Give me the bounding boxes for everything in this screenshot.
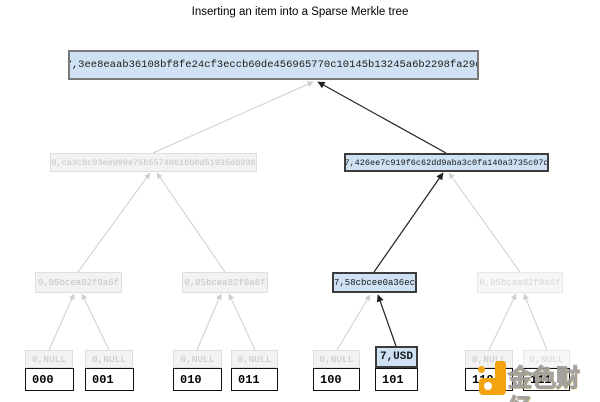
leaf-value-7: 0,NULL — [523, 350, 570, 368]
edge-l2right-root — [317, 81, 447, 154]
level3-node-2: 7,58cbcee0a36ec — [332, 272, 417, 293]
edge-leaf2-l3b — [196, 293, 222, 351]
edge-l3b-l2left — [156, 172, 226, 273]
leaf-key-011: 011 — [231, 368, 278, 391]
watermark-text: 金色财经 — [507, 363, 580, 402]
leaf-key-010: 010 — [173, 368, 222, 391]
edge-leaf3-l3b — [228, 293, 256, 351]
level3-node-0: 0,05bcea82f0a6f — [35, 272, 122, 293]
edge-leaf6-l3d — [488, 293, 517, 351]
level3-node-3: 0,05bcea82f0a6f — [477, 272, 563, 293]
edge-leaf7-l3d — [523, 293, 548, 351]
leaf-key-101: 101 — [375, 368, 418, 391]
leaf-value-5-inserted: 7,USD — [375, 346, 418, 368]
leaf-key-001: 001 — [85, 368, 134, 391]
leaf-value-3: 0,NULL — [231, 350, 278, 368]
edge-l3d-l2right — [448, 172, 521, 273]
level2-left-node: 0,ca3c8c93ee999e75b5574061bb0d51935dd936 — [50, 153, 257, 172]
leaf-value-1: 0,NULL — [85, 350, 133, 368]
edge-leaf1-l3a — [81, 293, 110, 351]
leaf-key-100: 100 — [313, 368, 360, 391]
leaf-key-000: 000 — [25, 368, 74, 391]
level3-node-1: 0,05bcea82f0a6f — [182, 272, 268, 293]
leaf-key-111: 111 — [523, 368, 570, 391]
edge-leaf4-l3c — [336, 294, 371, 351]
leaf-value-2: 0,NULL — [173, 350, 222, 368]
edge-leaf0-l3a — [48, 293, 75, 351]
edge-leaf5-l3c — [376, 294, 397, 347]
diagram-title: Inserting an item into a Sparse Merkle t… — [191, 6, 409, 18]
root-node: 7,3ee8eaab36108bf8fe24cf3eccb60de4569657… — [68, 50, 479, 80]
edge-l3c-l2right — [373, 172, 444, 273]
leaf-value-4: 0,NULL — [313, 350, 360, 368]
jinse-logo-icon — [478, 361, 506, 395]
level2-right-node: 7,426ee7c919f6c62dd9aba3c0fa140a3735c07d — [344, 153, 549, 172]
leaf-value-0: 0,NULL — [25, 350, 73, 368]
edge-l2left-root — [152, 81, 314, 154]
edge-l3a-l2left — [77, 172, 151, 273]
